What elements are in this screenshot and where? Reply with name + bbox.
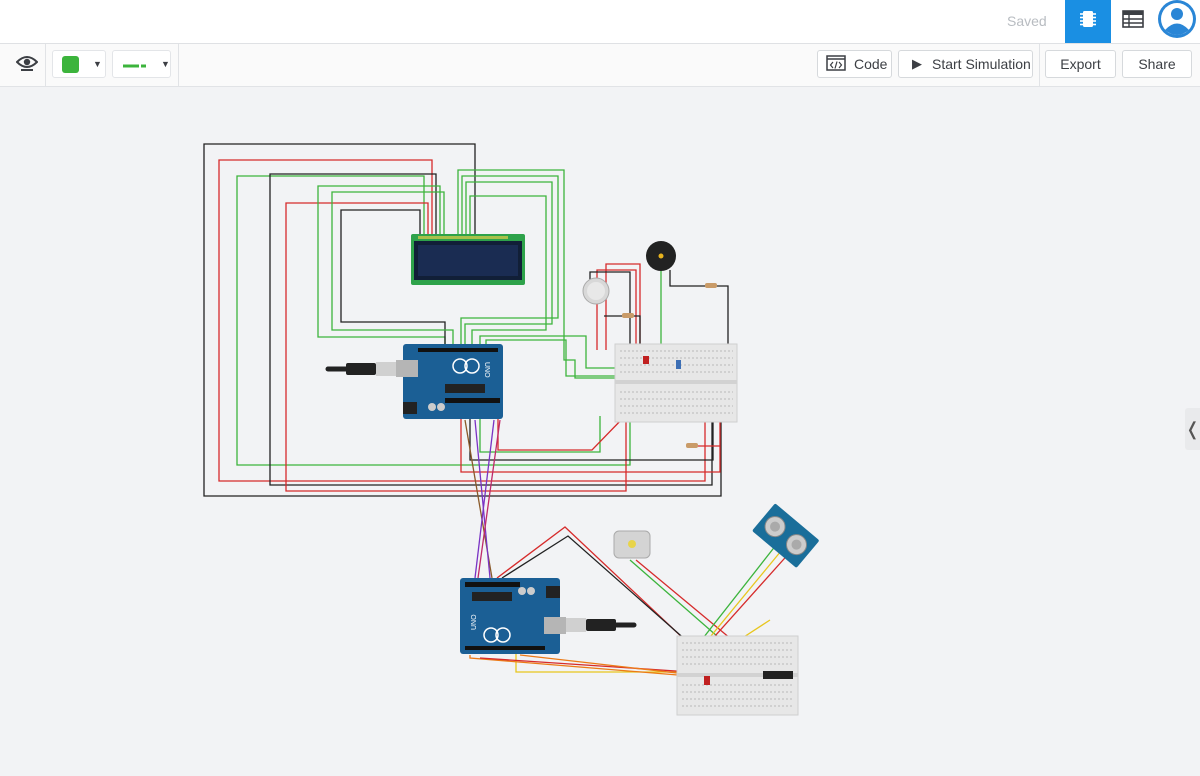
play-icon: ▶ xyxy=(912,56,922,71)
export-button[interactable]: Export xyxy=(1045,50,1116,78)
dc-motor[interactable] xyxy=(613,530,651,559)
saved-status: Saved xyxy=(1007,13,1047,29)
share-button[interactable]: Share xyxy=(1122,50,1192,78)
user-avatar-icon xyxy=(1157,0,1197,44)
start-simulation-label: Start Simulation xyxy=(932,56,1031,72)
arduino-uno-bottom[interactable]: UNO xyxy=(460,578,566,654)
top-bar: Saved xyxy=(0,0,1200,44)
lcd-display[interactable] xyxy=(411,234,525,285)
wire-type-dropdown[interactable]: ▼ xyxy=(112,50,171,78)
code-editor-icon xyxy=(826,54,846,74)
resistor[interactable] xyxy=(622,283,717,448)
toolbar-divider xyxy=(178,44,179,86)
breadboard-bottom[interactable] xyxy=(676,635,799,716)
chevron-left-icon: ❬ xyxy=(1184,418,1200,439)
table-icon xyxy=(1122,10,1144,33)
share-label: Share xyxy=(1138,56,1176,72)
components-list-button[interactable] xyxy=(1110,0,1156,43)
side-panel-toggle[interactable]: ❬ xyxy=(1185,408,1200,450)
wires-top-circuit xyxy=(203,143,729,497)
piezo-buzzer[interactable] xyxy=(646,241,676,271)
chevron-down-icon: ▼ xyxy=(161,59,170,69)
circuit-canvas[interactable]: UNO xyxy=(0,86,1200,771)
visibility-toggle[interactable] xyxy=(10,50,44,80)
circuit-view-button[interactable] xyxy=(1065,0,1111,43)
arduino-uno-top[interactable]: UNO xyxy=(396,344,503,419)
wire-color-dropdown[interactable]: ▼ xyxy=(52,50,106,78)
circuit-drawing: UNO xyxy=(203,143,820,716)
usb-cable-bottom xyxy=(566,618,637,632)
ultrasonic-sensor[interactable] xyxy=(752,503,820,568)
wires-inter-board xyxy=(464,419,501,579)
eye-icon xyxy=(15,54,39,77)
toolbar-divider xyxy=(1039,44,1040,86)
code-button[interactable]: Code xyxy=(817,50,892,78)
gas-sensor[interactable] xyxy=(582,277,610,305)
code-label: Code xyxy=(854,56,888,72)
user-avatar[interactable] xyxy=(1155,0,1199,43)
board-label: UNO xyxy=(471,614,478,630)
wire-color-swatch xyxy=(62,55,79,73)
export-label: Export xyxy=(1060,56,1101,72)
toolbar-divider xyxy=(45,44,46,86)
wire-style-icon xyxy=(123,56,147,72)
toolbar: ▼ ▼ Code ▶ Start Simulation Export Share xyxy=(0,44,1200,87)
breadboard-top[interactable] xyxy=(614,343,738,423)
board-label: UNO xyxy=(483,362,490,378)
usb-cable-top xyxy=(325,362,396,376)
start-simulation-button[interactable]: ▶ Start Simulation xyxy=(898,50,1033,78)
chevron-down-icon: ▼ xyxy=(93,59,102,69)
chip-icon xyxy=(1078,8,1098,35)
